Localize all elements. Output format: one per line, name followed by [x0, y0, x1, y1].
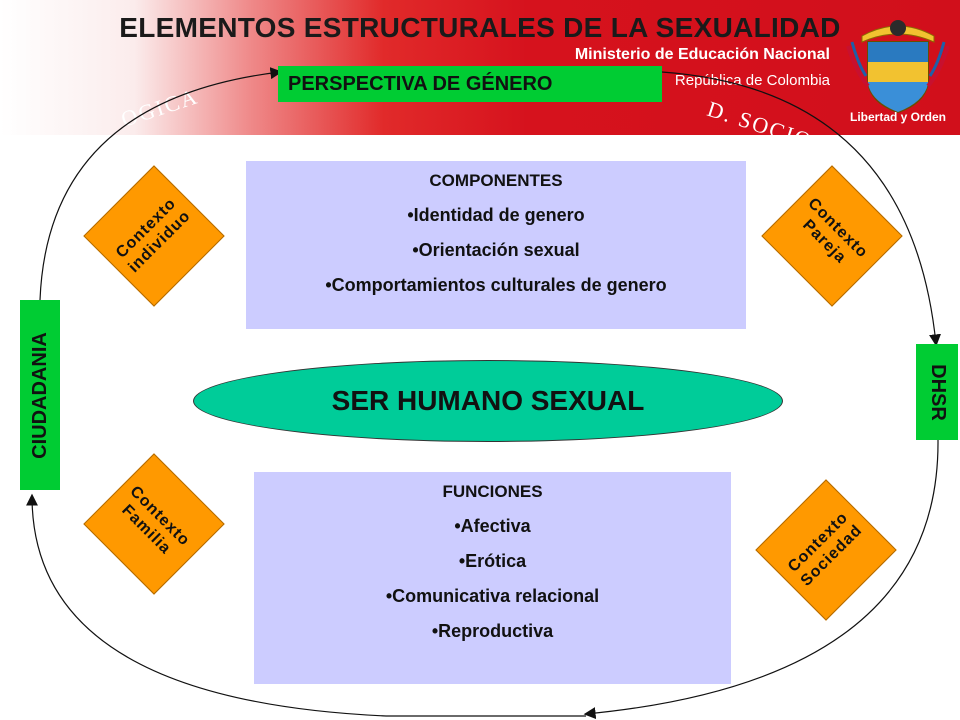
- ciudadania-label: CIUDADANIA: [20, 300, 60, 490]
- core-label: SER HUMANO SEXUAL: [331, 385, 645, 416]
- functions-item: •Erótica: [458, 551, 527, 571]
- dhsr-text: DHSR: [926, 363, 949, 421]
- components-heading: COMPONENTES: [429, 171, 563, 190]
- motto-text: Libertad y Orden: [849, 110, 947, 124]
- flow-arc-bottom-left: [26, 493, 387, 717]
- flow-arc-top-right: [661, 71, 941, 347]
- coat-of-arms-icon: [846, 20, 950, 114]
- components-box: COMPONENTES •Identidad de genero •Orient…: [246, 161, 746, 329]
- components-item: •Comportamientos culturales de genero: [325, 275, 667, 295]
- page-title: ELEMENTOS ESTRUCTURALES DE LA SEXUALIDAD: [119, 12, 841, 43]
- functions-heading: FUNCIONES: [442, 482, 543, 501]
- flow-arc-top-left: [39, 67, 283, 301]
- functions-item: •Afectiva: [454, 516, 531, 536]
- ciudadania-text: CIUDADANIA: [28, 331, 51, 459]
- functions-box: FUNCIONES •Afectiva •Erótica •Comunicati…: [254, 472, 731, 684]
- functions-item: •Comunicativa relacional: [385, 586, 600, 606]
- ministry-name: Ministerio de Educación Nacional: [574, 46, 830, 63]
- functions-item: •Reproductiva: [431, 621, 554, 641]
- components-item: •Identidad de genero: [407, 205, 585, 225]
- republic-name: República de Colombia: [674, 72, 830, 89]
- components-item: •Orientación sexual: [412, 240, 580, 260]
- perspective-label: PERSPECTIVA DE GÉNERO: [278, 66, 662, 102]
- core-ellipse: SER HUMANO SEXUAL: [193, 360, 783, 442]
- flow-arc-bottom-right: [583, 439, 939, 720]
- dhsr-label: DHSR: [916, 344, 958, 440]
